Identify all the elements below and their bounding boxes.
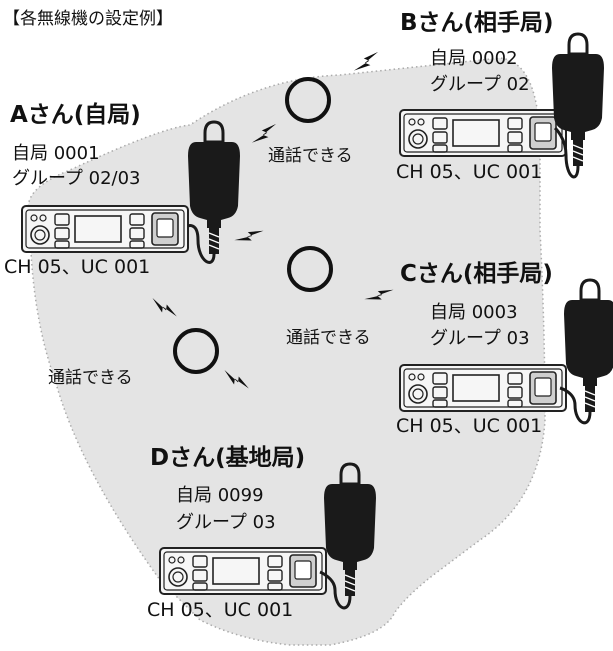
station-b-name: Bさん(相手局): [400, 10, 554, 36]
station-b-channel: CH 05、UC 001: [396, 161, 543, 183]
station-d-own-id: 自局 0099: [176, 485, 264, 506]
radio-unit-d: [159, 547, 327, 595]
signal-bolt-icon: [353, 51, 379, 71]
coverage-area: [27, 57, 546, 646]
radio-unit-b: [399, 109, 567, 157]
link-ad-label: 通話できる: [48, 368, 133, 388]
diagram-title: 【各無線機の設定例】: [3, 9, 173, 29]
link-ac-label: 通話できる: [286, 328, 371, 348]
station-c-own-id: 自局 0003: [430, 302, 518, 323]
link-ad-status-icon: [173, 328, 219, 374]
mic-cord-d: [319, 570, 352, 610]
link-ab-label: 通話できる: [268, 146, 353, 166]
station-a-name: Aさん(自局): [10, 102, 141, 128]
radio-unit-c: [399, 364, 567, 412]
station-a-own-id: 自局 0001: [12, 143, 100, 164]
station-b-own-id: 自局 0002: [430, 48, 518, 69]
station-d-group: グループ 03: [176, 512, 276, 533]
link-ab-status-icon: [285, 77, 331, 123]
radio-unit-a: [21, 205, 189, 253]
mic-c: [562, 278, 613, 414]
station-c-group: グループ 03: [430, 328, 530, 349]
station-b-group: グループ 02: [430, 74, 530, 95]
mic-cord-b: [553, 126, 580, 179]
station-a-channel: CH 05、UC 001: [4, 256, 151, 278]
station-d-name: Dさん(基地局): [150, 445, 306, 471]
link-ac-status-icon: [287, 246, 333, 292]
station-c-name: Cさん(相手局): [400, 261, 553, 287]
station-c-channel: CH 05、UC 001: [396, 415, 543, 437]
station-a-group: グループ 02/03: [12, 168, 141, 189]
mic-cord-a: [187, 224, 216, 264]
mic-cord-c: [559, 386, 592, 425]
station-d-channel: CH 05、UC 001: [147, 599, 294, 621]
